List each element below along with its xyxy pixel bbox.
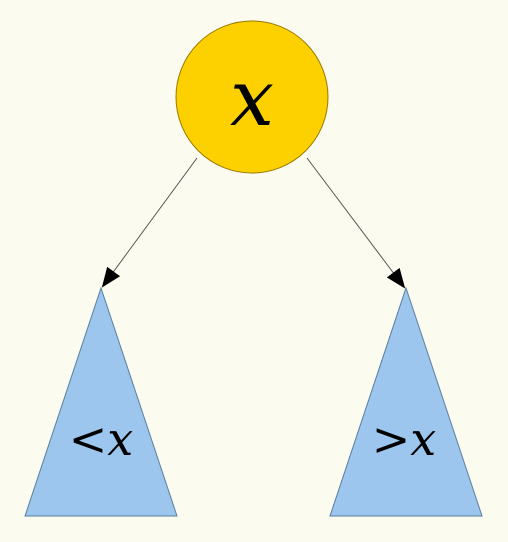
right-subtree-label: >x: [372, 412, 437, 466]
root-node-label: x: [230, 54, 274, 144]
right-subtree: >x: [329, 286, 483, 517]
edge-root-to-left: [101, 157, 198, 288]
edge-root-to-right: [306, 157, 406, 289]
root-node: x: [175, 20, 329, 174]
right-subtree-triangle: [329, 286, 483, 517]
root-node-circle: [175, 20, 329, 174]
left-subtree-triangle: [24, 286, 178, 517]
left-subtree-label: <x: [69, 412, 134, 466]
left-subtree: <x: [24, 286, 178, 517]
